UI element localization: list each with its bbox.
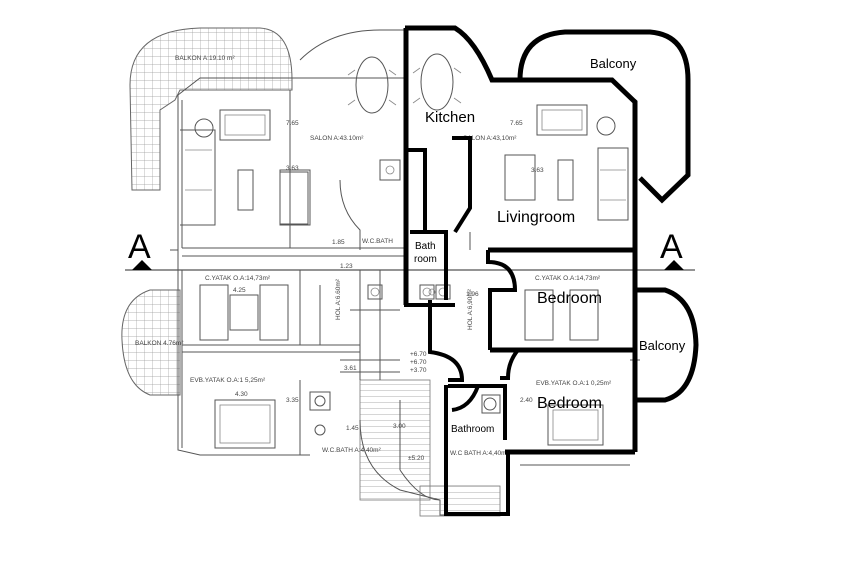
label-balcony-top: Balcony — [590, 56, 637, 71]
label-kitchen: Kitchen — [425, 109, 475, 126]
label-bath-top-line-1: Bath — [415, 241, 436, 252]
dimension-8: 3.35 — [286, 397, 299, 404]
annotation-wc-bottom-right: W.C BATH A:4,40m² — [450, 450, 510, 457]
dimension-6: 3.61 — [344, 365, 357, 372]
dimension-5: 4.25 — [233, 287, 246, 294]
section-arrow-left-icon — [132, 260, 152, 270]
dimension-3: 1.85 — [332, 239, 345, 246]
balcony-top-left-hatched — [129, 27, 293, 191]
annotation-level-1: +6.70 — [410, 351, 427, 358]
dimension-1: 7.65 — [286, 120, 299, 127]
dimension-9: 1.45 — [346, 425, 359, 432]
dimension-4: 1.23 — [340, 263, 353, 270]
annotation-hol-left: HOL A:6.60m² — [335, 278, 342, 320]
annotation-cyatak-right: C.YATAK O.A:14,73m² — [535, 275, 601, 282]
annotation-hol-right: HOL A:6,90m² — [467, 288, 474, 330]
annotation-level-4: ±5.20 — [408, 455, 425, 462]
dimension-10: 3.00 — [393, 423, 406, 430]
label-bath-top-line-2: room — [414, 254, 437, 265]
section-line-a: A A — [125, 228, 695, 271]
dimension-12: 2.40 — [520, 397, 533, 404]
annotation-salon-right: SALON A:43,10m² — [463, 135, 517, 142]
annotation-salon-left: SALON A:43.10m² — [310, 135, 364, 142]
room-labels: Kitchen Livingroom Bath room Bedroom Bed… — [414, 56, 686, 435]
label-livingroom: Livingroom — [497, 209, 575, 226]
dimension-13: 7.65 — [510, 120, 523, 127]
section-arrow-right-icon — [664, 260, 684, 270]
background-architectural-plan — [121, 27, 640, 517]
section-mark-left: A — [128, 228, 151, 266]
annotation-cyatak-left: C.YATAK O.A:14,73m² — [205, 275, 271, 282]
annotation-balkon-left: BALKON 4.76m² — [135, 340, 184, 347]
label-balcony-right: Balcony — [639, 338, 686, 353]
dimension-11: 1.96 — [466, 291, 479, 298]
dimension-7: 4.30 — [235, 391, 248, 398]
balcony-right-outline — [636, 287, 699, 403]
section-mark-right: A — [660, 228, 683, 266]
label-bathroom: Bathroom — [451, 424, 494, 435]
plan-annotations: BALKON A:19.10 m² SALON A:43.10m² SALON … — [135, 55, 612, 462]
apartment-outline — [403, 25, 699, 516]
annotation-evb-right: EVB.YATAK O.A:1 0,25m² — [536, 380, 612, 387]
balcony-top-outline — [517, 29, 691, 204]
annotation-level-3: +3.70 — [410, 367, 427, 374]
label-bedroom-1: Bedroom — [537, 290, 602, 307]
annotation-wc-bottom-left: W.C.BATH A:4,40m² — [322, 447, 382, 454]
annotation-evb-left: EVB.YATAK O.A:1 5,25m² — [190, 377, 266, 384]
annotation-level-2: +6.70 — [410, 359, 427, 366]
dimension-14: 3.63 — [531, 167, 544, 174]
dimension-2: 3.63 — [286, 165, 299, 172]
label-bedroom-2: Bedroom — [537, 395, 602, 412]
annotation-balkon-top: BALKON A:19.10 m² — [175, 55, 235, 62]
annotation-wc-top: W.C.BATH — [362, 238, 393, 245]
balcony-bottom-left-hatched — [121, 289, 181, 396]
